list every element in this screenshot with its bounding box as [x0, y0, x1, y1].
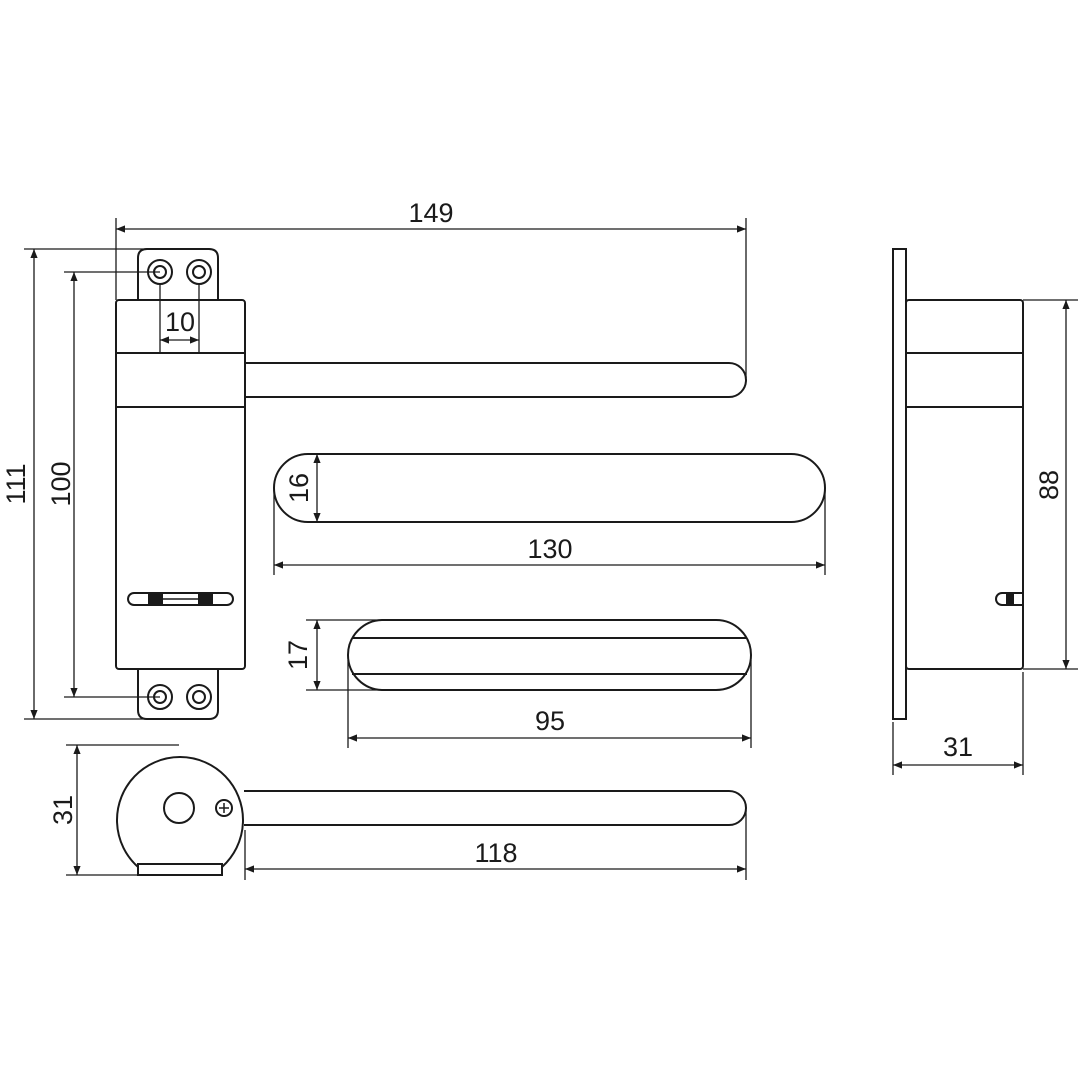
label-total-height: 111 [1, 463, 31, 504]
dim-body-height: 100 [46, 271, 160, 698]
dim-overall-width: 149 [115, 198, 747, 378]
arm-part-2-outline [347, 619, 752, 691]
top-hole-right [186, 259, 212, 285]
dim-total-height: 111 [1, 248, 147, 720]
label-arm-length-1: 130 [527, 534, 572, 564]
label-arm-thickness-2: 17 [283, 640, 313, 670]
label-arm-length-2: 95 [535, 706, 565, 736]
dim-hole-spacing: 10 [159, 284, 200, 352]
dim-side-depth: 31 [892, 672, 1024, 775]
dim-side-height: 88 [1023, 299, 1078, 670]
dim-arm-length-1: 130 [273, 490, 826, 575]
dim-base-diameter: 31 [48, 744, 179, 876]
top-mounting-plate [137, 248, 219, 300]
arm-part-1 [273, 453, 826, 523]
dim-arm-thickness-2: 17 [283, 619, 383, 691]
side-view [892, 248, 1024, 720]
label-side-depth: 31 [943, 732, 973, 762]
bottom-mounting-plate [137, 669, 219, 720]
side-adjuster [995, 592, 1023, 606]
arm-part-1-outline [273, 453, 826, 523]
closer-arm [245, 362, 747, 398]
label-body-height: 100 [46, 461, 76, 506]
front-view [115, 248, 747, 720]
screw-icon [215, 799, 233, 817]
base-round-housing [116, 756, 244, 868]
label-side-height: 88 [1034, 470, 1064, 500]
label-hole-spacing: 10 [165, 307, 195, 337]
top-view-arm [244, 790, 747, 826]
closer-body [115, 299, 246, 670]
adjustment-slot [127, 592, 234, 606]
dim-arm-reach: 118 [244, 810, 747, 880]
arm-part-2 [347, 619, 752, 691]
dim-arm-length-2: 95 [347, 660, 752, 748]
label-base-diameter: 31 [48, 795, 78, 825]
side-mounting-plate [892, 248, 907, 720]
top-view [116, 756, 747, 876]
label-overall-width: 149 [408, 198, 453, 228]
base-plate [137, 863, 223, 876]
spindle-hole [163, 792, 195, 824]
bottom-hole-right [186, 684, 212, 710]
dim-arm-thickness-1: 16 [284, 454, 321, 522]
label-arm-reach: 118 [474, 838, 517, 868]
label-arm-thickness-1: 16 [284, 473, 314, 503]
side-body [905, 299, 1024, 670]
